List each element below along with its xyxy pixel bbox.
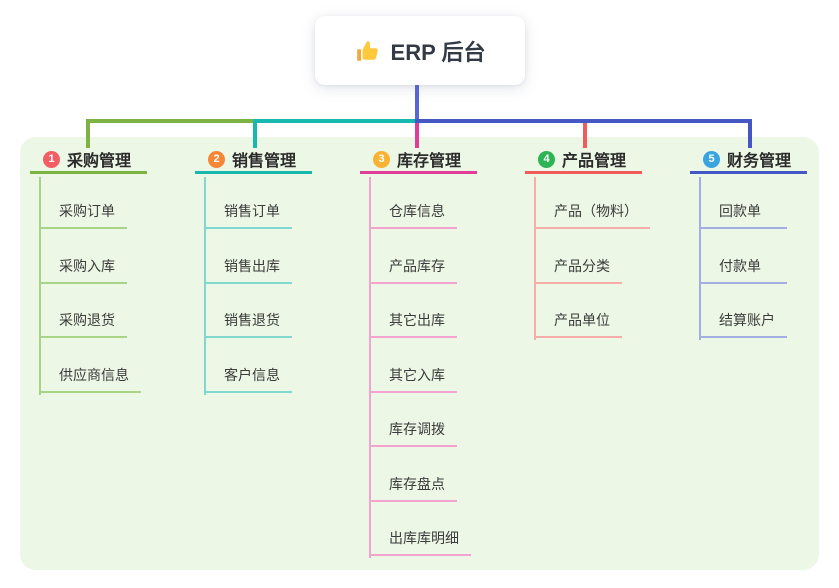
branch-3-item-4[interactable]: 其它入库 [369,359,457,393]
mindmap-panel [20,137,819,570]
branch-4-item-2[interactable]: 产品分类 [534,250,622,284]
branch-4-drop-line [583,119,587,148]
branch-5-title: 财务管理 [727,153,792,170]
branch-3-item-1[interactable]: 仓库信息 [369,195,457,229]
branch-5-drop-line [748,119,752,148]
branch-2-item-4[interactable]: 客户信息 [204,359,292,393]
branch-1-number-badge: 1 [43,150,60,168]
branch-5-elbow-line [415,119,752,123]
branch-2-item-1[interactable]: 销售订单 [204,195,292,229]
branch-2-spine-line [204,177,206,395]
branch-node-5[interactable]: 5 财务管理 [690,147,807,174]
branch-1-item-1[interactable]: 采购订单 [39,195,127,229]
branch-4-number-badge: 4 [538,150,555,168]
branch-2-item-2[interactable]: 销售出库 [204,250,292,284]
branch-4-item-1[interactable]: 产品（物料） [534,195,650,229]
branch-1-item-4[interactable]: 供应商信息 [39,359,141,393]
branch-3-item-6[interactable]: 库存盘点 [369,468,457,502]
root-node-label: ERP 后台 [390,39,486,65]
branch-node-3[interactable]: 3 库存管理 [360,147,477,174]
branch-3-item-3[interactable]: 其它出库 [369,304,457,338]
branch-4-spine-line [534,177,536,340]
branch-3-drop-line [415,123,419,148]
branch-5-number-badge: 5 [703,150,720,168]
branch-3-number-badge: 3 [373,150,390,168]
branch-3-item-7[interactable]: 出库库明细 [369,522,471,556]
branch-5-item-3[interactable]: 结算账户 [699,304,787,338]
branch-3-item-5[interactable]: 库存调拨 [369,413,457,447]
branch-1-item-2[interactable]: 采购入库 [39,250,127,284]
branch-1-drop-line [86,119,90,148]
branch-3-spine-line [369,177,371,558]
branch-4-item-3[interactable]: 产品单位 [534,304,622,338]
branch-5-spine-line [699,177,701,340]
branch-1-item-3[interactable]: 采购退货 [39,304,127,338]
branch-2-item-3[interactable]: 销售退货 [204,304,292,338]
branch-2-title: 销售管理 [232,153,297,170]
branch-2-drop-line [253,119,257,148]
branch-5-item-1[interactable]: 回款单 [699,195,787,229]
branch-3-item-2[interactable]: 产品库存 [369,250,457,284]
branch-5-item-2[interactable]: 付款单 [699,250,787,284]
branch-2-elbow-line [253,119,419,123]
root-connector-line [415,85,419,121]
branch-node-1[interactable]: 1 采购管理 [30,147,147,174]
root-node-erp[interactable]: ERP 后台 [315,16,525,85]
branch-2-number-badge: 2 [208,150,225,168]
thumbs-up-icon [355,38,381,64]
branch-node-2[interactable]: 2 销售管理 [195,147,312,174]
branch-1-spine-line [39,177,41,395]
branch-1-elbow-line [86,119,257,123]
branch-4-title: 产品管理 [562,153,627,170]
branch-1-title: 采购管理 [67,153,132,170]
branch-node-4[interactable]: 4 产品管理 [525,147,642,174]
branch-3-title: 库存管理 [397,153,462,170]
